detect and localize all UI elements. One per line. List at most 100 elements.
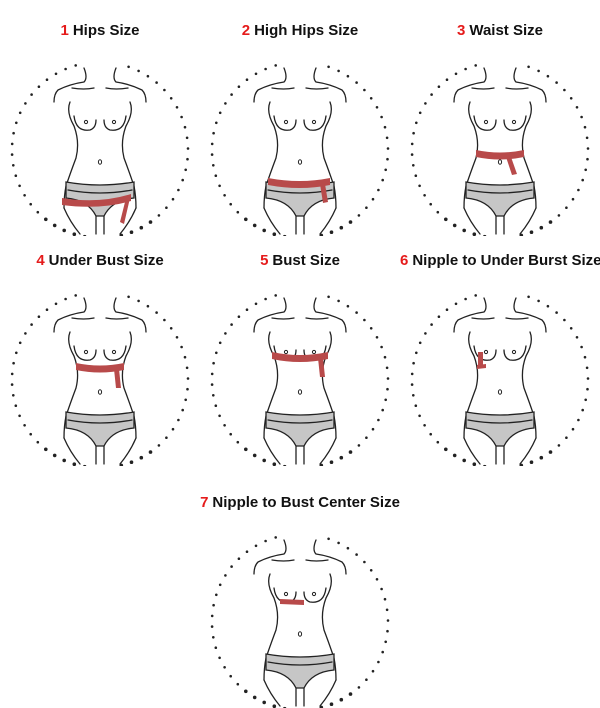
dotted-circle-dot — [245, 308, 249, 311]
dotted-circle-dot — [377, 660, 380, 664]
dotted-circle-dot — [527, 295, 530, 299]
dotted-circle-dot — [210, 372, 214, 376]
underwear — [465, 411, 535, 447]
dotted-circle-dot — [337, 299, 340, 303]
dotted-circle-dot — [83, 234, 87, 236]
body-figure-high-hips — [210, 64, 390, 236]
measuring-tape — [62, 194, 131, 207]
left-breast-outline — [473, 115, 497, 131]
right-breast-outline — [503, 345, 527, 361]
right-breast-outline — [103, 345, 127, 361]
dotted-circle-dot — [415, 121, 418, 125]
left-shoulder-outline — [53, 297, 87, 333]
right-leg-outline — [319, 437, 337, 465]
dotted-circle-dot — [474, 294, 477, 297]
dotted-circle-dot — [218, 656, 221, 660]
dotted-circle-dot — [385, 136, 389, 140]
dotted-circle-dot — [139, 455, 144, 460]
right-breast-outline — [103, 115, 127, 131]
dotted-circle-dot — [436, 440, 440, 444]
right-leg-outline — [519, 437, 537, 465]
dotted-circle-dot — [272, 704, 277, 708]
body-figure-bust — [210, 294, 390, 466]
left-clavicle — [471, 317, 495, 320]
dotted-circle-dot — [244, 217, 248, 222]
dotted-circle-dot — [327, 295, 330, 299]
underwear — [465, 181, 535, 217]
dotted-circle-dot — [329, 702, 334, 706]
dotted-circle-dot — [329, 460, 334, 464]
dotted-circle-dot — [14, 351, 18, 355]
item-label: Waist Size — [469, 22, 543, 39]
left-breast-outline — [473, 345, 497, 361]
item-label: Nipple to Under Burst Size — [412, 252, 600, 269]
dotted-circle-dot — [12, 361, 15, 365]
item-number: 7 — [200, 494, 209, 511]
dotted-circle-dot — [184, 398, 187, 402]
dotted-circle-dot — [539, 455, 544, 460]
dotted-circle-dot — [537, 69, 540, 73]
dotted-circle-dot — [163, 88, 166, 92]
dotted-circle-dot — [423, 424, 426, 427]
right-clavicle — [105, 317, 129, 320]
dotted-circle-dot — [30, 323, 33, 326]
dotted-circle-dot — [423, 194, 426, 197]
dotted-circle-dot — [384, 398, 387, 402]
dotted-circle-dot — [283, 234, 287, 236]
dotted-circle-dot — [386, 619, 390, 622]
dotted-circle-dot — [224, 102, 227, 105]
dotted-circle-dot — [384, 168, 387, 172]
dotted-circle-dot — [223, 666, 226, 669]
dotted-circle-dot — [380, 115, 383, 119]
dotted-circle-dot — [254, 72, 258, 76]
right-shoulder-outline — [313, 67, 347, 103]
dotted-circle-dot — [380, 587, 383, 591]
left-torso-outline — [263, 331, 279, 439]
dotted-circle-dot — [64, 67, 67, 71]
item-number: 4 — [36, 252, 45, 269]
dotted-circle-dot — [236, 682, 240, 686]
dotted-circle-dot — [357, 686, 361, 689]
right-leg-outline — [519, 207, 537, 235]
dotted-circle-dot — [18, 111, 22, 115]
right-nipple — [511, 349, 517, 355]
inner-leg-outline — [295, 215, 305, 235]
dotted-circle-dot — [381, 178, 384, 182]
dotted-circle-dot — [74, 64, 77, 67]
dotted-circle-dot — [210, 383, 214, 386]
right-nipple — [311, 349, 317, 355]
navel — [97, 159, 103, 165]
dotted-circle-dot — [418, 184, 421, 188]
dotted-circle-dot — [383, 597, 387, 601]
dotted-circle-dot — [414, 404, 418, 407]
dotted-circle-dot — [157, 214, 161, 217]
dotted-circle-dot — [14, 121, 18, 125]
dotted-circle-dot — [546, 304, 550, 308]
dotted-circle-dot — [185, 136, 189, 140]
dotted-circle-dot — [224, 574, 227, 577]
dotted-circle-dot — [569, 97, 573, 100]
dotted-circle-dot — [29, 202, 32, 206]
dotted-circle-dot — [129, 460, 134, 464]
dotted-circle-dot — [12, 131, 15, 135]
dotted-circle-dot — [546, 74, 550, 78]
dotted-circle-dot — [24, 102, 27, 105]
inner-leg-outline — [295, 445, 305, 465]
dotted-circle-dot — [585, 136, 589, 140]
dotted-circle-dot — [212, 131, 215, 135]
navel — [497, 159, 503, 165]
dotted-circle-dot — [14, 404, 18, 407]
underwear-band — [67, 419, 133, 424]
dotted-circle-dot — [214, 174, 218, 177]
dotted-circle-dot — [585, 366, 589, 370]
dotted-circle-dot — [24, 332, 27, 335]
right-shoulder-outline — [313, 539, 347, 575]
dotted-circle-dot — [64, 297, 67, 301]
dotted-circle-dot — [565, 206, 568, 209]
dotted-circle-dot — [139, 225, 144, 230]
dotted-circle-dot — [430, 93, 433, 96]
dotted-circle-dot — [474, 64, 477, 67]
right-shoulder-outline — [113, 67, 147, 103]
